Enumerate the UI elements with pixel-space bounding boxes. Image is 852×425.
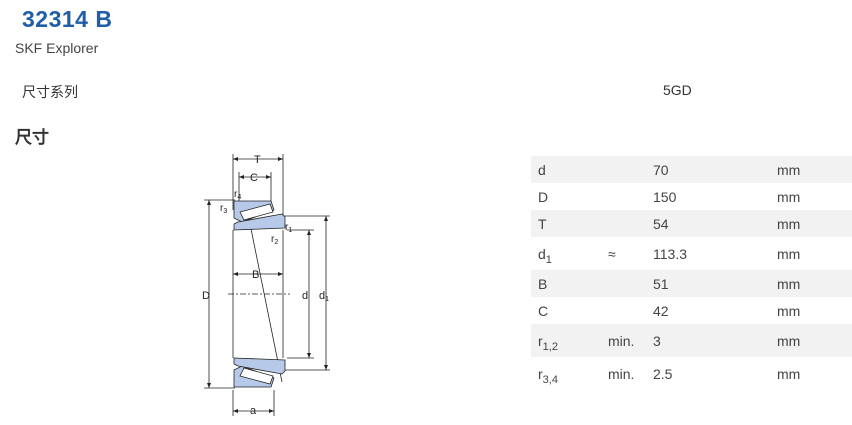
label-r1: r1 [285,222,292,234]
bearing-dimension-drawing: T C r4 r3 r1 r2 B D d d1 a [202,154,330,417]
row-symbol: C [538,302,549,319]
row-unit: mm [777,245,801,262]
row-qualifier: min. [608,332,635,349]
bearing-section-bottom [233,357,286,388]
row-value: 2.5 [653,365,673,382]
table-row: B 51 mm [531,270,852,297]
label-a: a [250,405,257,417]
label-B: B [252,269,259,281]
row-symbol: B [538,275,548,292]
row-value: 70 [653,161,669,178]
label-r3: r3 [220,203,227,215]
row-symbol: T [538,215,547,232]
row-symbol: d1 [538,245,552,266]
row-qualifier: ≈ [608,245,616,262]
row-value: 150 [653,188,677,205]
row-qualifier [608,210,653,237]
row-unit: mm [777,215,801,232]
label-d1: d1 [319,290,329,303]
row-qualifier: min. [608,365,635,382]
row-symbol: D [538,188,549,205]
table-row: d 70 mm [531,156,852,183]
label-r4: r4 [234,189,241,201]
row-value: 113.3 [653,245,687,262]
table-row: r3,4 min. 2.5 mm [531,357,852,390]
product-brand: SKF Explorer [15,40,99,56]
dimensions-section-title: 尺寸 [15,128,49,147]
label-r2: r2 [271,234,278,246]
row-unit: mm [777,365,801,382]
row-value: 3 [653,332,661,349]
row-qualifier [608,270,653,297]
label-d: d [302,290,308,302]
row-symbol: r3,4 [538,365,558,386]
row-unit: mm [777,302,801,319]
product-designation: 32314 B [22,6,113,32]
table-row: D 150 mm [531,183,852,210]
table-row: C 42 mm [531,297,852,324]
label-T: T [254,154,261,166]
row-unit: mm [777,188,801,205]
dimension-series-label: 尺寸系列 [22,84,78,100]
row-qualifier [608,183,653,210]
row-value: 42 [653,302,669,319]
row-unit: mm [777,161,801,178]
label-C: C [250,172,258,184]
row-unit: mm [777,332,801,349]
label-D: D [202,290,210,302]
table-row: r1,2 min. 3 mm [531,324,852,357]
dimension-series-value: 5GD [663,82,692,98]
table-row: T 54 mm [531,210,852,237]
row-unit: mm [777,275,801,292]
table-row: d1 ≈ 113.3 mm [531,237,852,270]
row-symbol: r1,2 [538,332,558,353]
row-qualifier [608,297,653,324]
dimensions-table: d 70 mm D 150 mm T 54 mm d1 ≈ 113.3 mm B… [531,156,852,390]
row-value: 51 [653,275,669,292]
row-qualifier [608,156,653,183]
row-value: 54 [653,215,669,232]
bearing-section-top [233,200,286,231]
row-symbol: d [538,161,546,178]
